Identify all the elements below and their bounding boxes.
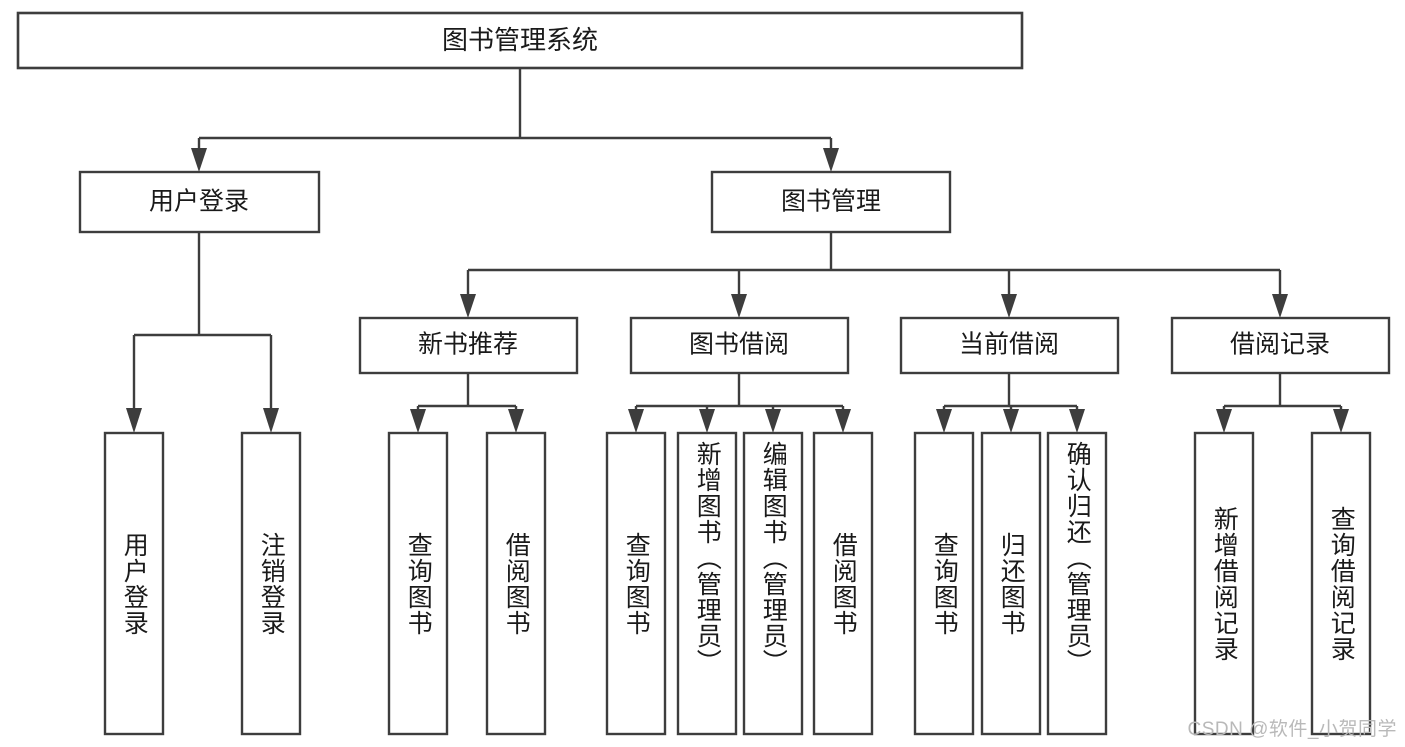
node-root-label: 图书管理系统 — [442, 25, 598, 55]
leaf-box-user-login[interactable] — [103, 431, 165, 736]
arrow-head-leaf-5 — [628, 409, 644, 433]
leaf-box-logout[interactable] — [240, 431, 302, 736]
node-book-borrow-label: 图书借阅 — [689, 331, 789, 359]
node-book-borrow[interactable]: 图书借阅 — [629, 316, 850, 375]
leaf-box-confirm-return[interactable] — [1046, 431, 1108, 736]
connector-group-root — [191, 68, 839, 172]
arrow-head-leaf-10 — [1003, 409, 1019, 433]
connector-group-current — [936, 373, 1085, 433]
leaf-box-query-book-1[interactable] — [387, 431, 449, 736]
arrow-head-leaf-1 — [126, 408, 142, 433]
node-new-book-recommend-label: 新书推荐 — [418, 331, 518, 359]
arrow-head-leaf-13 — [1333, 409, 1349, 433]
leaf-box-edit-book[interactable] — [742, 431, 804, 736]
arrow-head-leaf-4 — [508, 409, 524, 433]
node-current-borrow-label: 当前借阅 — [959, 331, 1059, 359]
arrow-head-new-book — [460, 294, 476, 318]
node-borrow-records-label: 借阅记录 — [1230, 331, 1330, 359]
leaf-box-group — [103, 431, 1372, 736]
leaf-box-query-book-3[interactable] — [913, 431, 975, 736]
leaf-box-add-record[interactable] — [1193, 431, 1255, 736]
arrow-head-leaf-11 — [1069, 409, 1085, 433]
node-current-borrow[interactable]: 当前借阅 — [899, 316, 1120, 375]
arrow-head-borrow — [731, 294, 747, 318]
arrow-head-leaf-6 — [699, 409, 715, 433]
leaf-box-borrow-book-1[interactable] — [485, 431, 547, 736]
node-book-borrow-box[interactable] — [629, 316, 850, 375]
csdn-watermark: CSDN @软件_小贺同学 — [1187, 719, 1397, 740]
node-current-borrow-box[interactable] — [899, 316, 1120, 375]
leaf-box-borrow-book-2[interactable] — [812, 431, 874, 736]
leaf-box-add-book[interactable] — [676, 431, 738, 736]
node-root-box[interactable] — [16, 11, 1024, 70]
node-book-management-label: 图书管理 — [781, 188, 881, 216]
leaf-box-query-book-2[interactable] — [605, 431, 667, 736]
node-borrow-records-box[interactable] — [1170, 316, 1391, 375]
node-root[interactable]: 图书管理系统 — [16, 11, 1024, 70]
node-book-management[interactable]: 图书管理 — [710, 170, 952, 234]
connector-group-book-mgmt — [460, 232, 1288, 318]
arrow-head-leaf-12 — [1216, 409, 1232, 433]
leaf-box-return-book[interactable] — [980, 431, 1042, 736]
node-new-book-recommend[interactable]: 新书推荐 — [358, 316, 579, 375]
connector-group-new-book — [410, 373, 524, 433]
connector-group-user-login — [126, 232, 279, 433]
arrow-head-leaf-9 — [936, 409, 952, 433]
arrow-head-book-mgmt — [823, 148, 839, 172]
arrow-head-current — [1001, 294, 1017, 318]
connector-group-records — [1216, 373, 1349, 433]
node-borrow-records[interactable]: 借阅记录 — [1170, 316, 1391, 375]
arrow-head-user-login — [191, 148, 207, 172]
arrow-head-leaf-7 — [765, 409, 781, 433]
connector-group-borrow — [628, 373, 851, 433]
leaf-box-query-record[interactable] — [1310, 431, 1372, 736]
node-book-management-box[interactable] — [710, 170, 952, 234]
arrow-head-leaf-3 — [410, 409, 426, 433]
node-user-login-box[interactable] — [78, 170, 321, 234]
node-new-book-recommend-box[interactable] — [358, 316, 579, 375]
node-user-login[interactable]: 用户登录 — [78, 170, 321, 234]
node-user-login-label: 用户登录 — [149, 188, 249, 216]
arrow-head-leaf-2 — [263, 408, 279, 433]
arrow-head-leaf-8 — [835, 409, 851, 433]
arrow-head-records — [1272, 294, 1288, 318]
